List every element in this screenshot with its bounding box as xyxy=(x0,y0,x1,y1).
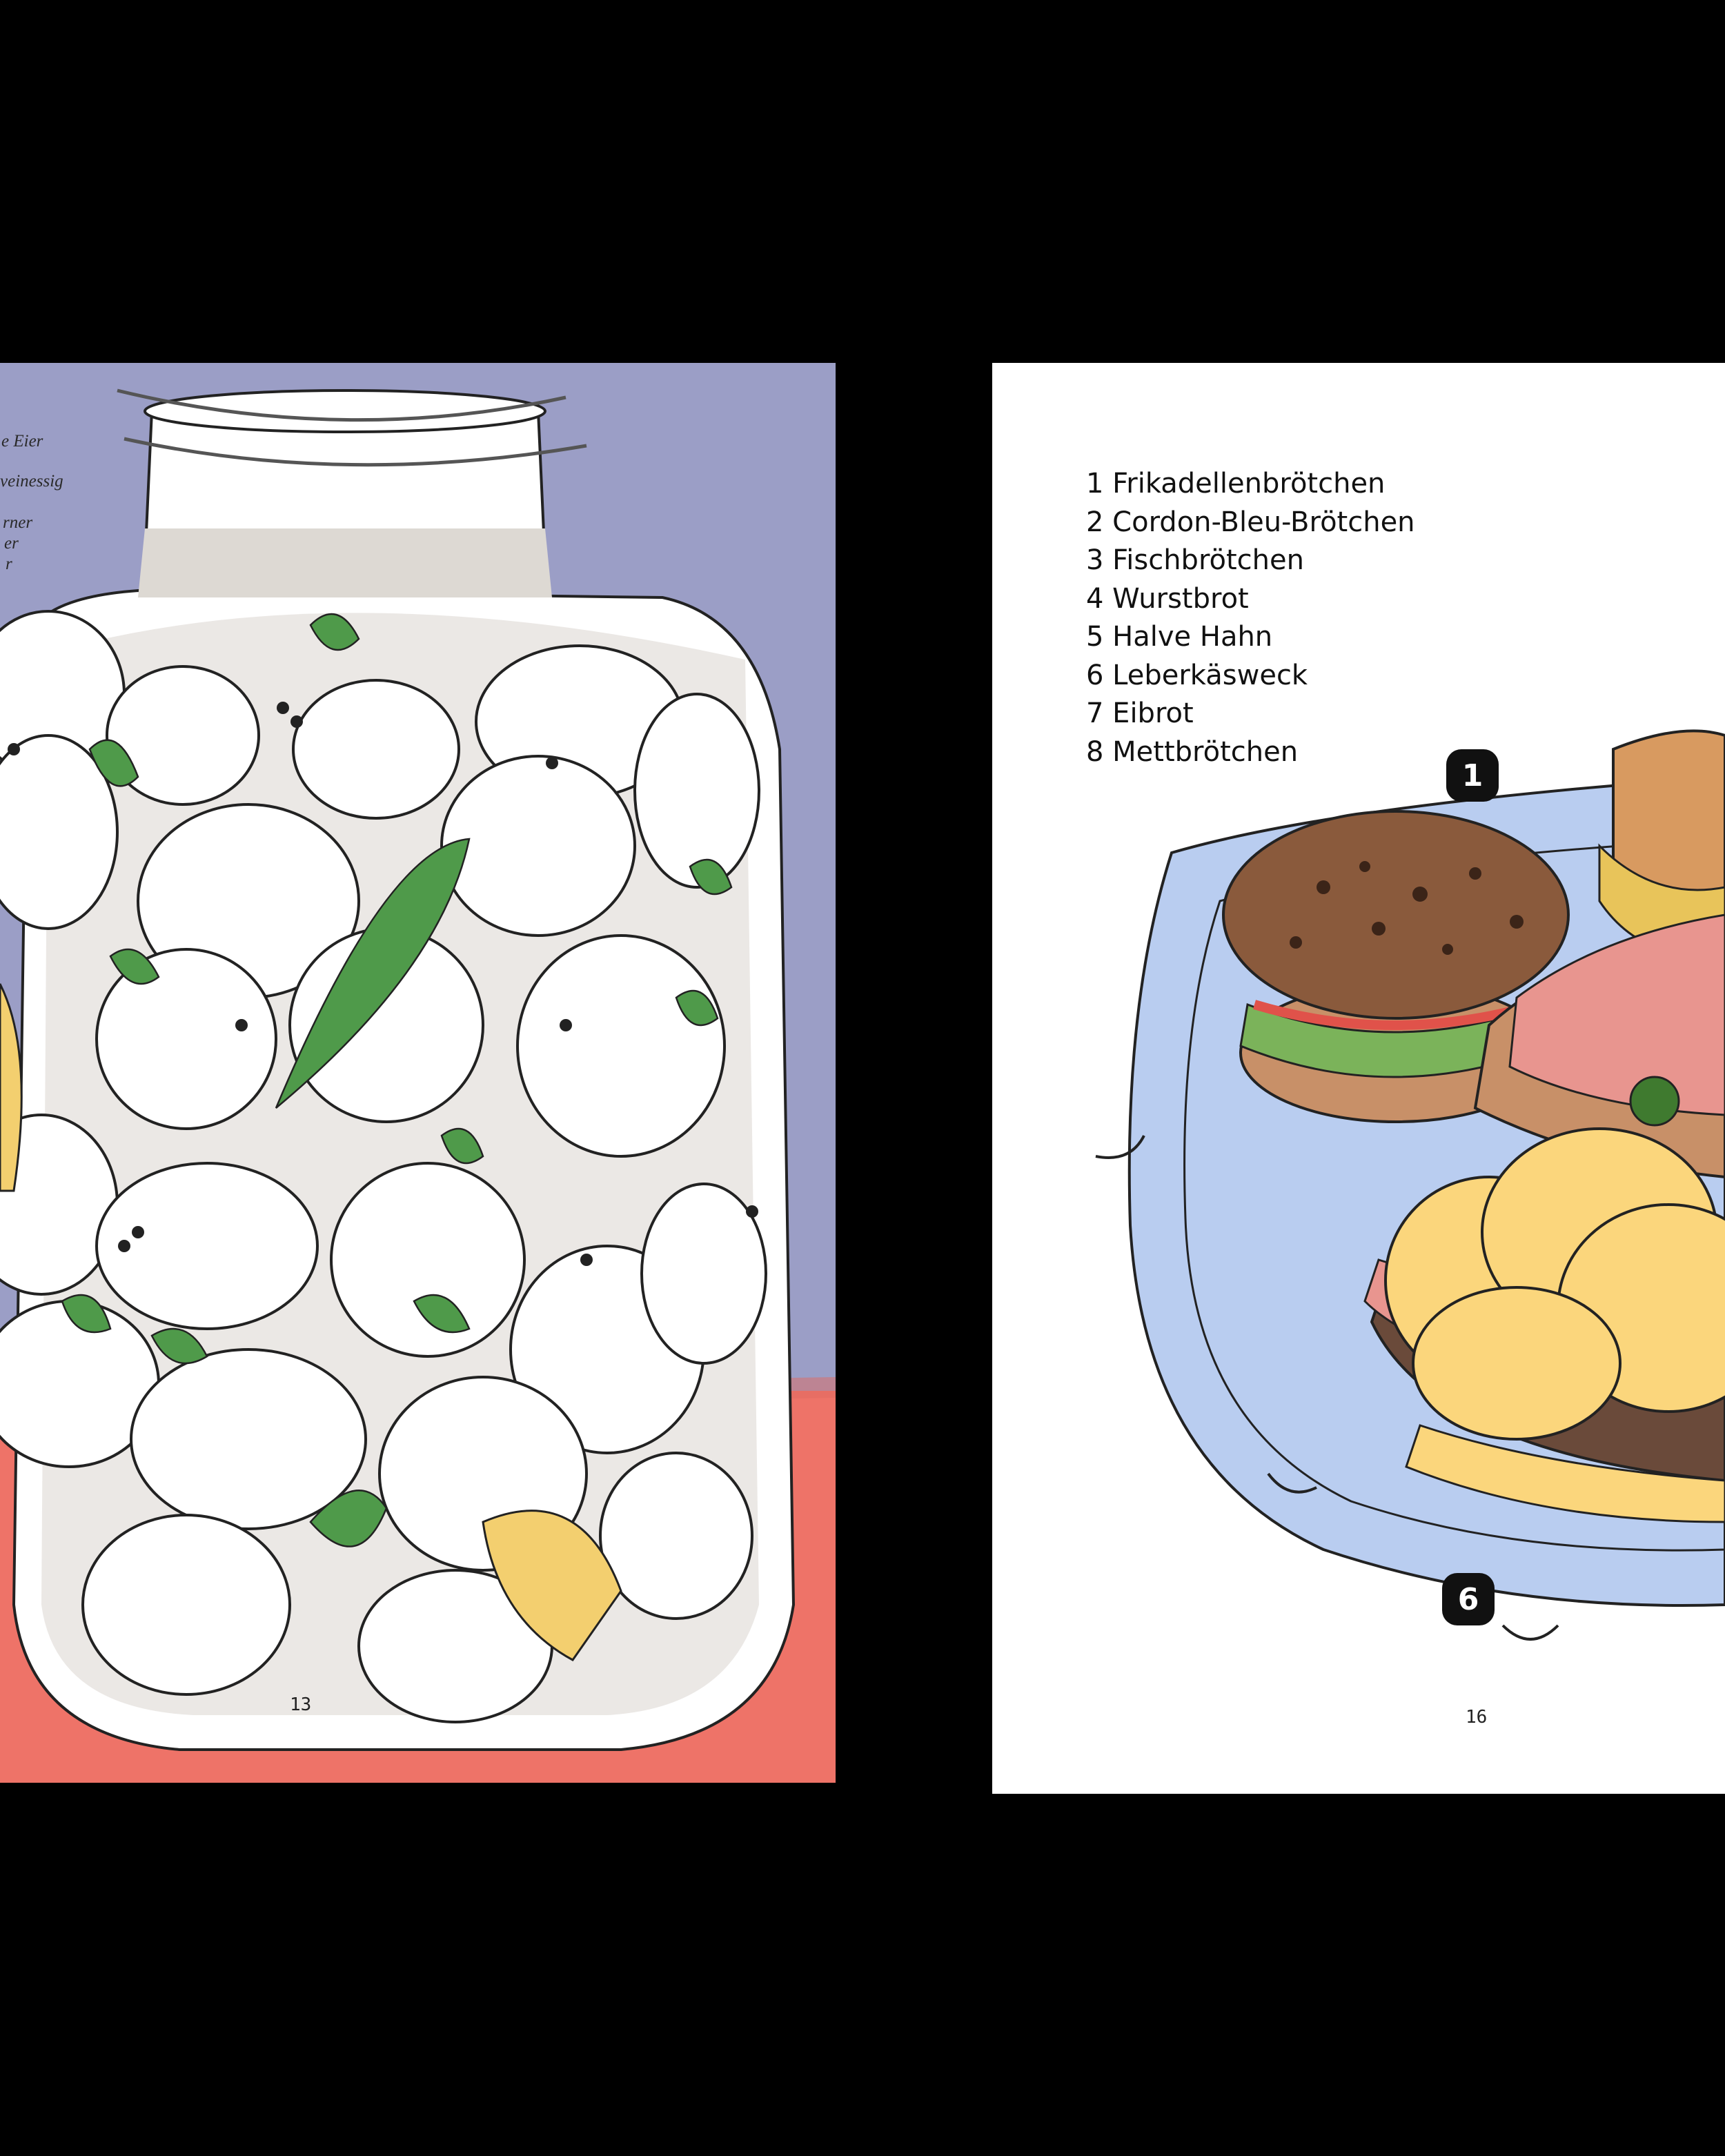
page-number: 13 xyxy=(290,1694,312,1715)
recipe-line: veinessig xyxy=(0,472,63,491)
left-page: e Eier veinessig rner er r 13 xyxy=(0,363,836,1783)
right-page: 1 Frikadellenbrötchen 2 Cordon-Bleu-Bröt… xyxy=(992,363,1725,1794)
recipe-line: er xyxy=(4,534,19,553)
list-item: 6 Leberkäsweck xyxy=(1086,659,1308,691)
list-item: 8 Mettbrötchen xyxy=(1086,735,1299,768)
recipe-line: r xyxy=(6,555,12,573)
page-number: 16 xyxy=(1466,1707,1488,1728)
list-item: 2 Cordon-Bleu-Brötchen xyxy=(1086,506,1415,538)
recipe-line: e Eier xyxy=(1,432,43,451)
list-item: 7 Eibrot xyxy=(1086,698,1194,729)
list-item: 4 Wurstbrot xyxy=(1086,582,1249,615)
list-item: 5 Halve Hahn xyxy=(1086,621,1273,653)
pickled-eggs-jar-illustration xyxy=(0,388,836,1783)
list-item: 3 Fischbrötchen xyxy=(1086,544,1304,576)
list-item: 1 Frikadellenbrötchen xyxy=(1086,468,1386,500)
marker-badge-1: 1 xyxy=(1446,749,1499,802)
sandwich-list: 1 Frikadellenbrötchen 2 Cordon-Bleu-Bröt… xyxy=(1086,465,1415,771)
marker-badge-6: 6 xyxy=(1442,1573,1495,1625)
sandwich-platter-illustration xyxy=(1095,729,1725,1641)
recipe-line: rner xyxy=(3,513,33,532)
